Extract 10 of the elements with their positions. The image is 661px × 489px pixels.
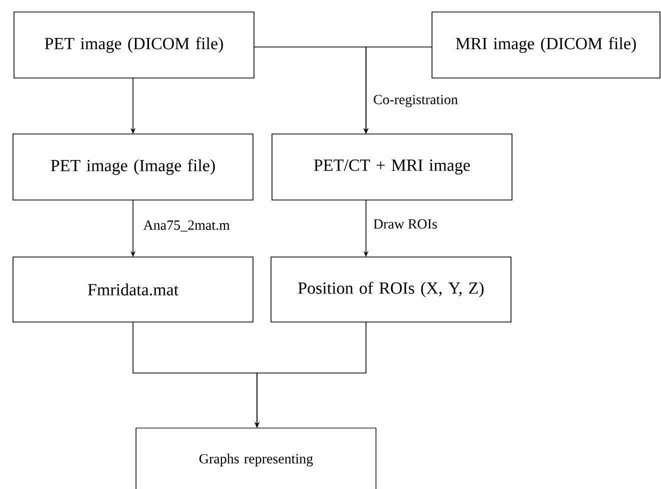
process-box: PET/CT + MRI image bbox=[272, 134, 512, 200]
edge-label: Draw ROIs bbox=[372, 218, 438, 230]
process-box: PET image (DICOM file) bbox=[14, 12, 254, 78]
edge-label: Ana75_2mat.m bbox=[142, 219, 231, 233]
process-box: MRI image (DICOM file) bbox=[432, 12, 660, 78]
process-box: Position of ROIs (X, Y, Z) bbox=[270, 256, 512, 322]
process-box: Fmridata.mat bbox=[12, 256, 254, 322]
process-box: Graphs representing bbox=[136, 428, 376, 489]
edge-label: Co-registration bbox=[372, 94, 459, 108]
process-box: PET image (Image file) bbox=[12, 134, 254, 200]
